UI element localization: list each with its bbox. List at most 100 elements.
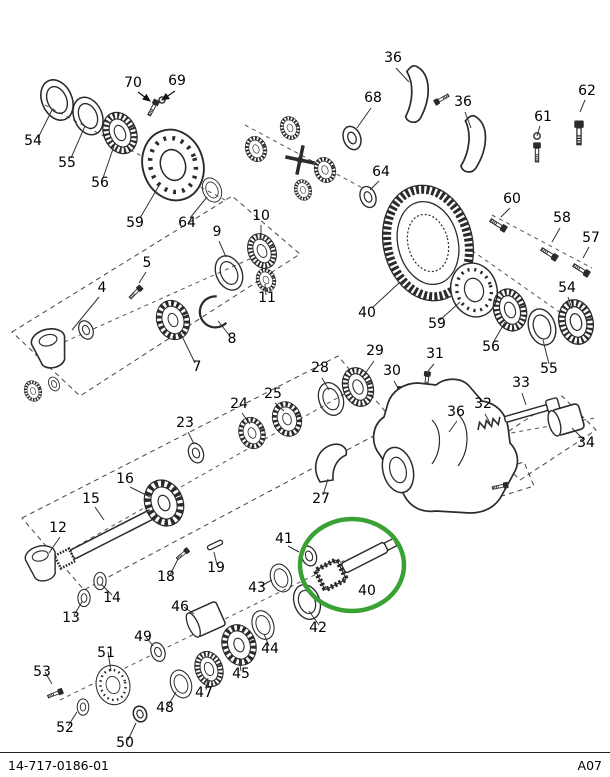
- part-label: 50: [116, 735, 134, 751]
- part-13-washer: [77, 588, 91, 608]
- part-label: 14: [103, 590, 121, 606]
- part-label: 41: [275, 531, 293, 547]
- part-label: 57: [582, 230, 600, 246]
- part-label: 32: [474, 396, 492, 412]
- part-62-bolt: [572, 118, 586, 147]
- part-label: 36: [447, 404, 465, 420]
- part-54-bearing: [554, 296, 598, 348]
- part-label: 18: [157, 569, 175, 585]
- part-9-ring: [209, 250, 249, 296]
- part-36-bracket: [454, 113, 492, 176]
- part-label: 55: [58, 155, 76, 171]
- part-label: 40: [358, 583, 376, 599]
- cluster-differential-spider: [239, 112, 380, 211]
- part-label: 29: [366, 343, 384, 359]
- part-labels: 70 69 54 55 56 59 64 36 68 36 62 61 60 5…: [24, 50, 600, 751]
- part-label: 9: [213, 224, 222, 240]
- part-54-seal: [33, 73, 81, 127]
- assembly-axis-lines: [34, 104, 596, 701]
- part-40-ring-gear: [381, 184, 475, 302]
- part-24-gear: [234, 414, 269, 453]
- part-label: 4: [98, 280, 107, 296]
- part-label: 48: [156, 700, 174, 716]
- part-label: 52: [56, 720, 74, 736]
- part-46-spacer: [185, 601, 226, 638]
- part-label: 30: [383, 363, 401, 379]
- part-51-flange: [90, 660, 136, 710]
- part-52-washer: [76, 698, 90, 716]
- part-34-cylinder: [547, 403, 585, 437]
- part-label: 69: [168, 73, 186, 89]
- part-57-bolt: [570, 260, 593, 280]
- part-7-gear: [151, 296, 195, 345]
- part-label: 31: [426, 346, 444, 362]
- part-label: 43: [248, 580, 266, 596]
- footer: 14-717-0186-01 A07: [0, 752, 610, 777]
- part-64-thrust-washer: [356, 183, 380, 211]
- part-label: 34: [577, 435, 595, 451]
- part-label: 19: [207, 560, 225, 576]
- part-36-housing: [372, 378, 519, 514]
- part-label: 36: [454, 94, 472, 110]
- part-label: 54: [24, 133, 42, 149]
- part-label: 27: [312, 491, 330, 507]
- part-label: 46: [171, 599, 189, 615]
- cluster-ring-gear-assembly: [381, 184, 598, 350]
- part-40-pinion-shaft: [313, 537, 398, 592]
- part-label: 64: [372, 164, 390, 180]
- cluster-power-divider-group: [22, 363, 379, 608]
- part-label: 58: [553, 210, 571, 226]
- part-label: 59: [428, 316, 446, 332]
- part-label: 12: [49, 520, 67, 536]
- diagram-canvas: 70 69 54 55 56 59 64 36 68 36 62 61 60 5…: [11, 50, 610, 751]
- part-label: 61: [534, 109, 552, 125]
- part-10-bearing: [242, 229, 281, 273]
- part-pinion-gear: [308, 152, 342, 188]
- cluster-output-shaft-group: [19, 229, 281, 406]
- cluster-input-shaft-group: [45, 537, 398, 725]
- part-48-ring: [165, 666, 197, 702]
- cluster-thrust-brackets: [399, 63, 586, 176]
- part-label: 49: [134, 629, 152, 645]
- part-label: 24: [230, 396, 248, 412]
- part-27-fork: [315, 443, 348, 483]
- housing-bore: [381, 446, 415, 494]
- part-label: 7: [193, 359, 202, 375]
- part-label: 53: [33, 664, 51, 680]
- part-label: 51: [97, 645, 115, 661]
- part-50-nut: [130, 703, 150, 725]
- part-4-yoke: [28, 324, 73, 373]
- housing-ribs: [431, 413, 468, 467]
- part-label: 16: [116, 471, 134, 487]
- part-70-screw: [144, 97, 162, 119]
- cluster-pinion-cage: [33, 73, 226, 209]
- part-45-gear: [216, 620, 262, 670]
- part-55-ring: [523, 304, 561, 350]
- part-label: 59: [126, 215, 144, 231]
- part-36-bracket: [399, 63, 433, 125]
- part-label: 5: [143, 255, 152, 271]
- part-nut: [19, 376, 47, 406]
- arrow-leader: [161, 90, 176, 101]
- footer-part-number: 14-717-0186-01: [8, 757, 110, 773]
- part-label: 45: [232, 666, 250, 682]
- part-61-bolt: [531, 140, 543, 164]
- part-label: 70: [124, 75, 142, 91]
- part-label: 36: [384, 50, 402, 66]
- part-56-bearing: [97, 107, 144, 159]
- part-label: 55: [540, 361, 558, 377]
- part-label: 40: [358, 305, 376, 321]
- arrow-leader: [137, 91, 151, 102]
- part-label: 54: [558, 280, 576, 296]
- part-59-bearing-cage: [133, 122, 213, 209]
- part-19-pin: [206, 539, 224, 551]
- part-bolt: [431, 91, 452, 108]
- cluster-carrier-housing: [372, 369, 585, 514]
- part-23-washer: [185, 440, 207, 466]
- part-label: 33: [512, 375, 530, 391]
- footer-page-code: A07: [577, 757, 602, 773]
- part-label: 56: [482, 339, 500, 355]
- part-washer: [45, 374, 63, 394]
- highlight-ellipse: [297, 516, 407, 614]
